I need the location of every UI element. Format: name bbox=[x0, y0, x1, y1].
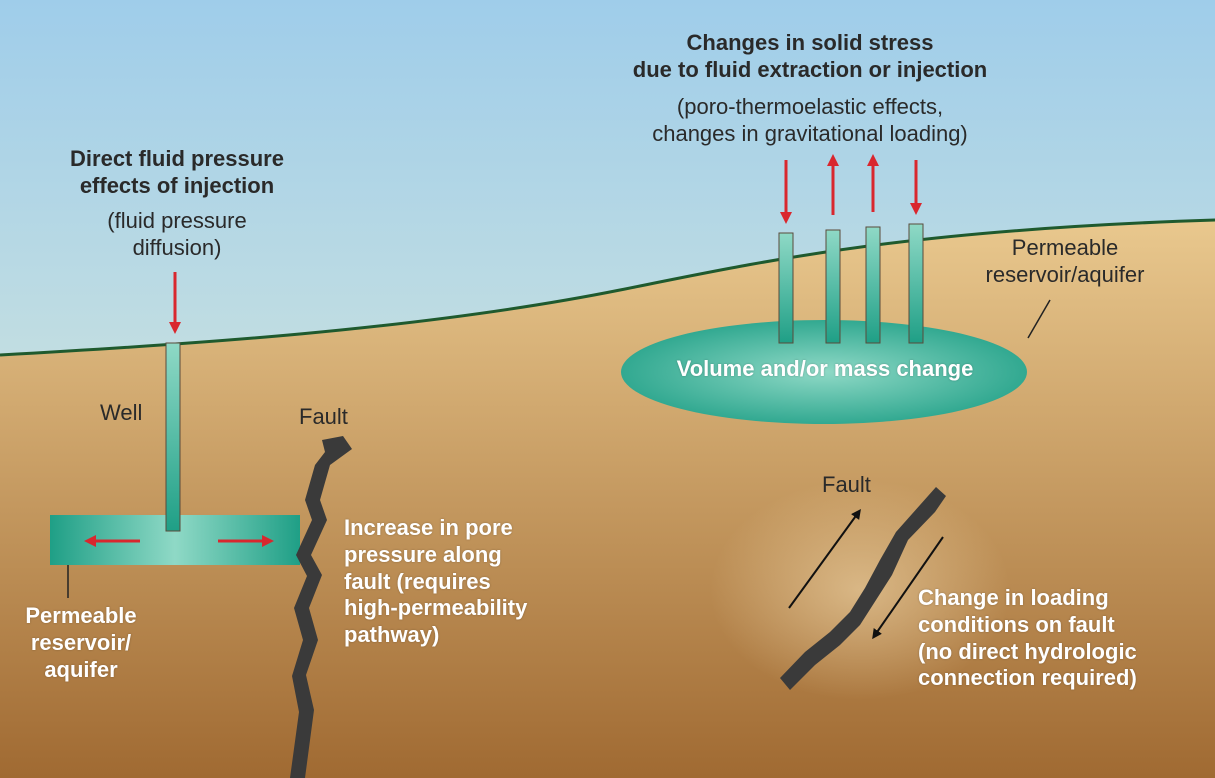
left-title-line-2: effects of injection bbox=[79, 172, 275, 198]
left-aquifer-line-3: aquifer bbox=[44, 656, 118, 682]
left-aquifer-line-1: Permeable bbox=[25, 603, 137, 628]
pore-pressure-line-5: pathway) bbox=[344, 622, 440, 648]
right-well-1 bbox=[778, 232, 794, 344]
loading-conditions-label: Change in loading conditions on fault (n… bbox=[918, 585, 1137, 692]
right-well-2 bbox=[825, 229, 841, 344]
right-title-line-2: due to fluid extraction or injection bbox=[632, 56, 988, 82]
pore-pressure-line-4: high-permeability bbox=[344, 595, 528, 621]
left-aquifer-label: Permeable reservoir/ aquifer bbox=[16, 603, 146, 683]
pore-pressure-line-3: fault (requires bbox=[344, 568, 491, 594]
right-title-line-1: Changes in solid stress bbox=[686, 30, 934, 55]
loading-line-2: conditions on fault bbox=[918, 611, 1115, 637]
right-fault-label: Fault bbox=[822, 472, 871, 497]
fault-slip-arrow-up bbox=[788, 508, 861, 609]
loading-line-3: (no direct hydrologic bbox=[918, 638, 1137, 664]
right-well-arrows bbox=[780, 154, 922, 224]
left-fault-label: Fault bbox=[299, 404, 348, 429]
right-reservoir-line-1: Permeable bbox=[1011, 235, 1119, 260]
right-reservoir-label: Permeable reservoir/aquifer bbox=[960, 235, 1170, 289]
well-label: Well bbox=[100, 400, 143, 425]
right-reservoir-leader-line bbox=[1027, 299, 1051, 339]
right-reservoir-ellipse bbox=[621, 320, 1027, 424]
right-well-3 bbox=[865, 226, 881, 344]
left-fault-zone bbox=[290, 436, 352, 778]
pore-pressure-line-2: pressure along bbox=[344, 541, 502, 567]
right-subtitle-line-1: (poro-thermoelastic effects, bbox=[676, 94, 944, 119]
volume-mass-change-label: Volume and/or mass change bbox=[676, 356, 974, 381]
left-aquifer-line-2: reservoir/ bbox=[30, 629, 132, 655]
right-well-4 bbox=[908, 223, 924, 344]
left-title: Direct fluid pressure effects of injecti… bbox=[22, 146, 332, 200]
right-reservoir-line-2: reservoir/aquifer bbox=[985, 261, 1145, 287]
pore-pressure-line-1: Increase in pore bbox=[344, 515, 513, 540]
ground-surface-line bbox=[0, 218, 1215, 357]
right-fault-zone bbox=[780, 487, 946, 690]
pore-pressure-label: Increase in pore pressure along fault (r… bbox=[344, 515, 527, 649]
loading-line-1: Change in loading bbox=[918, 585, 1109, 610]
left-subtitle-line-1: (fluid pressure bbox=[107, 208, 247, 233]
left-subtitle-line-2: diffusion) bbox=[132, 234, 222, 260]
right-title: Changes in solid stress due to fluid ext… bbox=[560, 30, 1060, 84]
right-subtitle-line-2: changes in gravitational loading) bbox=[652, 120, 968, 146]
right-fault-halo bbox=[710, 480, 1010, 700]
injection-well bbox=[165, 342, 181, 532]
right-subtitle: (poro-thermoelastic effects, changes in … bbox=[560, 94, 1060, 148]
loading-line-4: connection required) bbox=[918, 665, 1137, 691]
left-title-line-1: Direct fluid pressure bbox=[70, 146, 284, 171]
fault-slip-arrow-down bbox=[872, 536, 944, 640]
left-subtitle: (fluid pressure diffusion) bbox=[22, 208, 332, 262]
